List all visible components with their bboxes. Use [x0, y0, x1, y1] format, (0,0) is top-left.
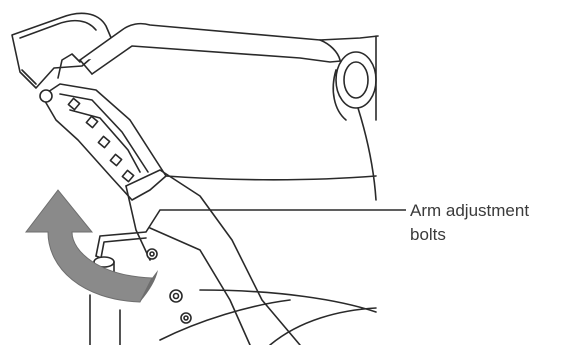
callout-label: Arm adjustment bolts: [410, 199, 564, 247]
arm-bracket: [40, 54, 166, 200]
arm-bar: [80, 24, 378, 74]
callout-leader-line: [146, 210, 406, 232]
adjustment-bolts: [147, 249, 191, 323]
seat-base: [160, 176, 376, 345]
chair-post: [90, 170, 300, 345]
callout-line-1: Arm adjustment: [410, 199, 564, 223]
callout-line-2: bolts: [410, 223, 564, 247]
rotation-arrow-icon: [26, 190, 158, 302]
